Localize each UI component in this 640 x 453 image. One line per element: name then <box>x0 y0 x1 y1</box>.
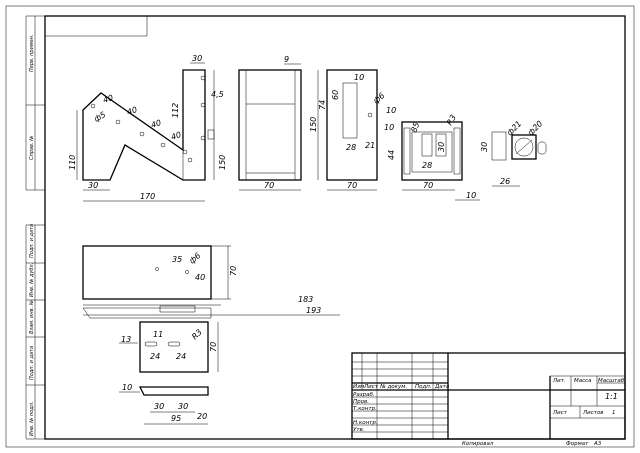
v6-dim-40: 40 <box>195 273 205 282</box>
view-4-clamp: 10 85 10 44 30 28 R3 70 10 <box>384 106 480 201</box>
v1-dim-phi5: ф5 <box>93 110 108 124</box>
v4-dim-30: 30 <box>437 142 446 152</box>
view-1-stepped-bracket: 30 40 40 40 40 ф5 4,5 112 110 150 30 170 <box>68 54 227 202</box>
v4-dim-85: 85 <box>409 121 421 134</box>
tb-lit-label: Лит. <box>552 378 566 384</box>
v4-dim-70: 70 <box>423 181 433 190</box>
view-8-profile: 10 30 30 95 20 <box>119 383 209 425</box>
v1-dim-170: 170 <box>140 192 155 201</box>
tb-sheets-value: 1 <box>612 410 616 416</box>
v6-dim-35: 35 <box>172 255 182 264</box>
v1-dim-40-4: 40 <box>170 130 182 142</box>
v1-dim-112: 112 <box>171 103 180 118</box>
v3-dim-10: 10 <box>354 73 364 82</box>
tb-row-utv: Утв. <box>353 427 365 433</box>
tb-col-list: Лист <box>363 384 379 390</box>
v6-dim-183: 183 <box>298 295 313 304</box>
side-label-1: Перв. примен. <box>29 34 35 72</box>
v1-dim-40-3: 40 <box>150 118 162 130</box>
v7-dim-11: 11 <box>153 330 163 339</box>
v2-dim-70: 70 <box>264 181 274 190</box>
v4-dim-44: 44 <box>387 150 396 160</box>
v2-dim-150: 150 <box>309 117 318 132</box>
tb-col-izm: Изм <box>353 384 364 390</box>
side-label-2: Справ. № <box>29 136 35 160</box>
v1-dim-30: 30 <box>192 54 202 63</box>
tb-mass-label: Масса <box>574 378 592 384</box>
v7-dim-13: 13 <box>121 335 131 344</box>
side-label-7: Инв. № подл. <box>29 402 35 437</box>
v1-dim-150: 150 <box>218 155 227 170</box>
v6-dim-70: 70 <box>229 266 238 276</box>
v7-dim-24-1: 24 <box>150 352 160 361</box>
v1-dim-30-bottom: 30 <box>88 181 98 190</box>
tb-col-doc: № докум. <box>379 384 407 390</box>
v6-dim-193: 193 <box>306 306 321 315</box>
tb-format-value: А3 <box>593 441 602 447</box>
tb-row-prov: Пров. <box>353 399 369 405</box>
tb-row-tkontr: Т.контр. <box>353 406 377 412</box>
title-block: Изм Лист № докум. Подп. Дата Разраб. Про… <box>351 352 626 447</box>
v3-dim-phi6: ф6 <box>372 91 387 106</box>
v1-dim-40-2: 40 <box>126 105 138 117</box>
v7-dim-24-2: 24 <box>176 352 186 361</box>
v7-dim-r3: R3 <box>190 328 204 342</box>
v3-dim-74: 74 <box>318 100 327 110</box>
tb-sheet-label: Лист <box>552 410 568 416</box>
v1-dim-110: 110 <box>68 155 77 170</box>
tb-col-sign: Подп. <box>415 384 432 390</box>
tb-col-date: Дата <box>434 384 450 390</box>
v1-dim-40-1: 40 <box>102 93 114 105</box>
view-6-long-plate: 35 ф6 40 70 183 193 <box>82 245 340 319</box>
view-5-round-insert: ф21 ф20 30 26 <box>480 119 547 187</box>
view-2-front-plate: 9 70 150 <box>238 55 319 191</box>
v7-dim-70: 70 <box>209 342 218 352</box>
view-3-side-slot: 10 60 74 ф6 28 21 70 <box>318 69 387 191</box>
v4-dim-28: 28 <box>422 161 432 170</box>
v3-dim-70: 70 <box>347 181 357 190</box>
v8-dim-95: 95 <box>171 414 181 423</box>
tb-copied: Копировал <box>462 441 494 447</box>
v3-dim-28: 28 <box>346 143 356 152</box>
v3-dim-60: 60 <box>331 90 340 100</box>
tb-scale-value: 1:1 <box>605 392 618 401</box>
side-strip: Перв. примен. Справ. № Подп. и дата Инв.… <box>25 15 45 440</box>
v4-dim-10b: 10 <box>384 123 394 132</box>
side-label-3: Подп. и дата <box>29 224 35 258</box>
top-left-stamp-box <box>45 16 148 37</box>
v8-dim-30-2: 30 <box>178 402 188 411</box>
tb-row-nkontr: Н.контр. <box>353 420 378 426</box>
view-7-slotted-plate: 13 11 24 24 R3 70 <box>119 321 219 373</box>
v6-dim-phi6: ф6 <box>188 251 203 266</box>
v8-dim-30-1: 30 <box>154 402 164 411</box>
v2-dim-9: 9 <box>284 55 289 64</box>
v1-dim-4-5: 4,5 <box>211 90 224 99</box>
tb-sheets-label: Листов <box>582 410 604 416</box>
v8-dim-20: 20 <box>197 412 207 421</box>
v4-dim-10: 10 <box>386 106 396 115</box>
side-label-5: Взам. инв. № <box>29 300 35 334</box>
v4-dim-10-bottom: 10 <box>466 191 476 200</box>
v8-dim-10: 10 <box>122 383 132 392</box>
v3-dim-21: 21 <box>365 141 375 150</box>
inner-frame <box>44 15 626 440</box>
tb-scale-label: Масштаб <box>598 378 625 384</box>
side-label-6: Подп. и дата <box>29 346 35 380</box>
outer-frame <box>5 5 635 448</box>
side-label-4: Инв. № дубл. <box>29 263 35 297</box>
tb-format-label: Формат <box>566 441 589 447</box>
tb-row-razrab: Разраб. <box>353 392 375 398</box>
v5-dim-30: 30 <box>480 142 489 152</box>
v5-dim-26: 26 <box>500 177 510 186</box>
v4-dim-r3: R3 <box>445 113 458 127</box>
